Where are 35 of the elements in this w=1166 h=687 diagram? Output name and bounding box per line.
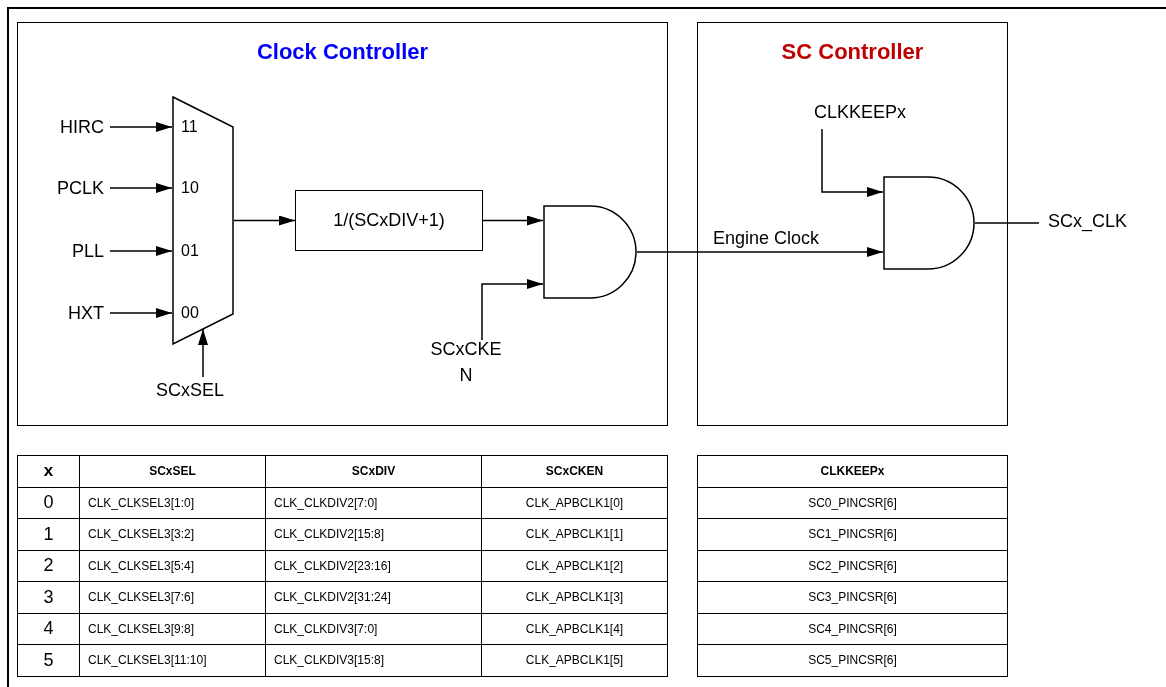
table-cell: 5: [17, 644, 80, 677]
controller-panel: [17, 22, 668, 426]
signal-label: PLL: [40, 240, 104, 262]
input-number: 00: [181, 303, 199, 323]
table-cell: SC1_PINCSR[6]: [697, 518, 1008, 551]
arrow: [482, 215, 544, 226]
table-cell: CLK_APBCLK1[5]: [481, 644, 668, 677]
arrow: [821, 128, 884, 197]
signal-label: SCxSEL: [150, 379, 230, 401]
arrow: [109, 183, 173, 193]
arrow: [233, 215, 296, 226]
input-number: 01: [181, 241, 199, 261]
arrow: [198, 328, 208, 378]
signal-label: HXT: [40, 302, 104, 324]
arrow: [109, 308, 173, 318]
panel-title: Clock Controller: [255, 39, 430, 65]
signal-label: SCxCKE N: [428, 336, 504, 386]
arrow: [109, 122, 173, 132]
table-header: CLKKEEPx: [697, 455, 1008, 488]
input-number: 10: [181, 178, 199, 198]
panel-title: SC Controller: [780, 39, 925, 65]
arrow: [481, 279, 544, 341]
signal-label: PCLK: [40, 177, 104, 199]
signal-label: SCx_CLK: [1048, 210, 1158, 234]
table-cell: SC3_PINCSR[6]: [697, 581, 1008, 614]
signal-label: CLKKEEPx: [800, 101, 920, 125]
connector-line: [974, 222, 1040, 224]
table-header: x: [17, 455, 80, 488]
table-cell: SC5_PINCSR[6]: [697, 644, 1008, 677]
input-number: 11: [181, 117, 198, 137]
arrow: [109, 246, 173, 256]
table-header: SCxCKEN: [481, 455, 668, 488]
arrow: [636, 247, 884, 257]
controller-panel: [697, 22, 1008, 426]
signal-label: HIRC: [40, 116, 104, 138]
